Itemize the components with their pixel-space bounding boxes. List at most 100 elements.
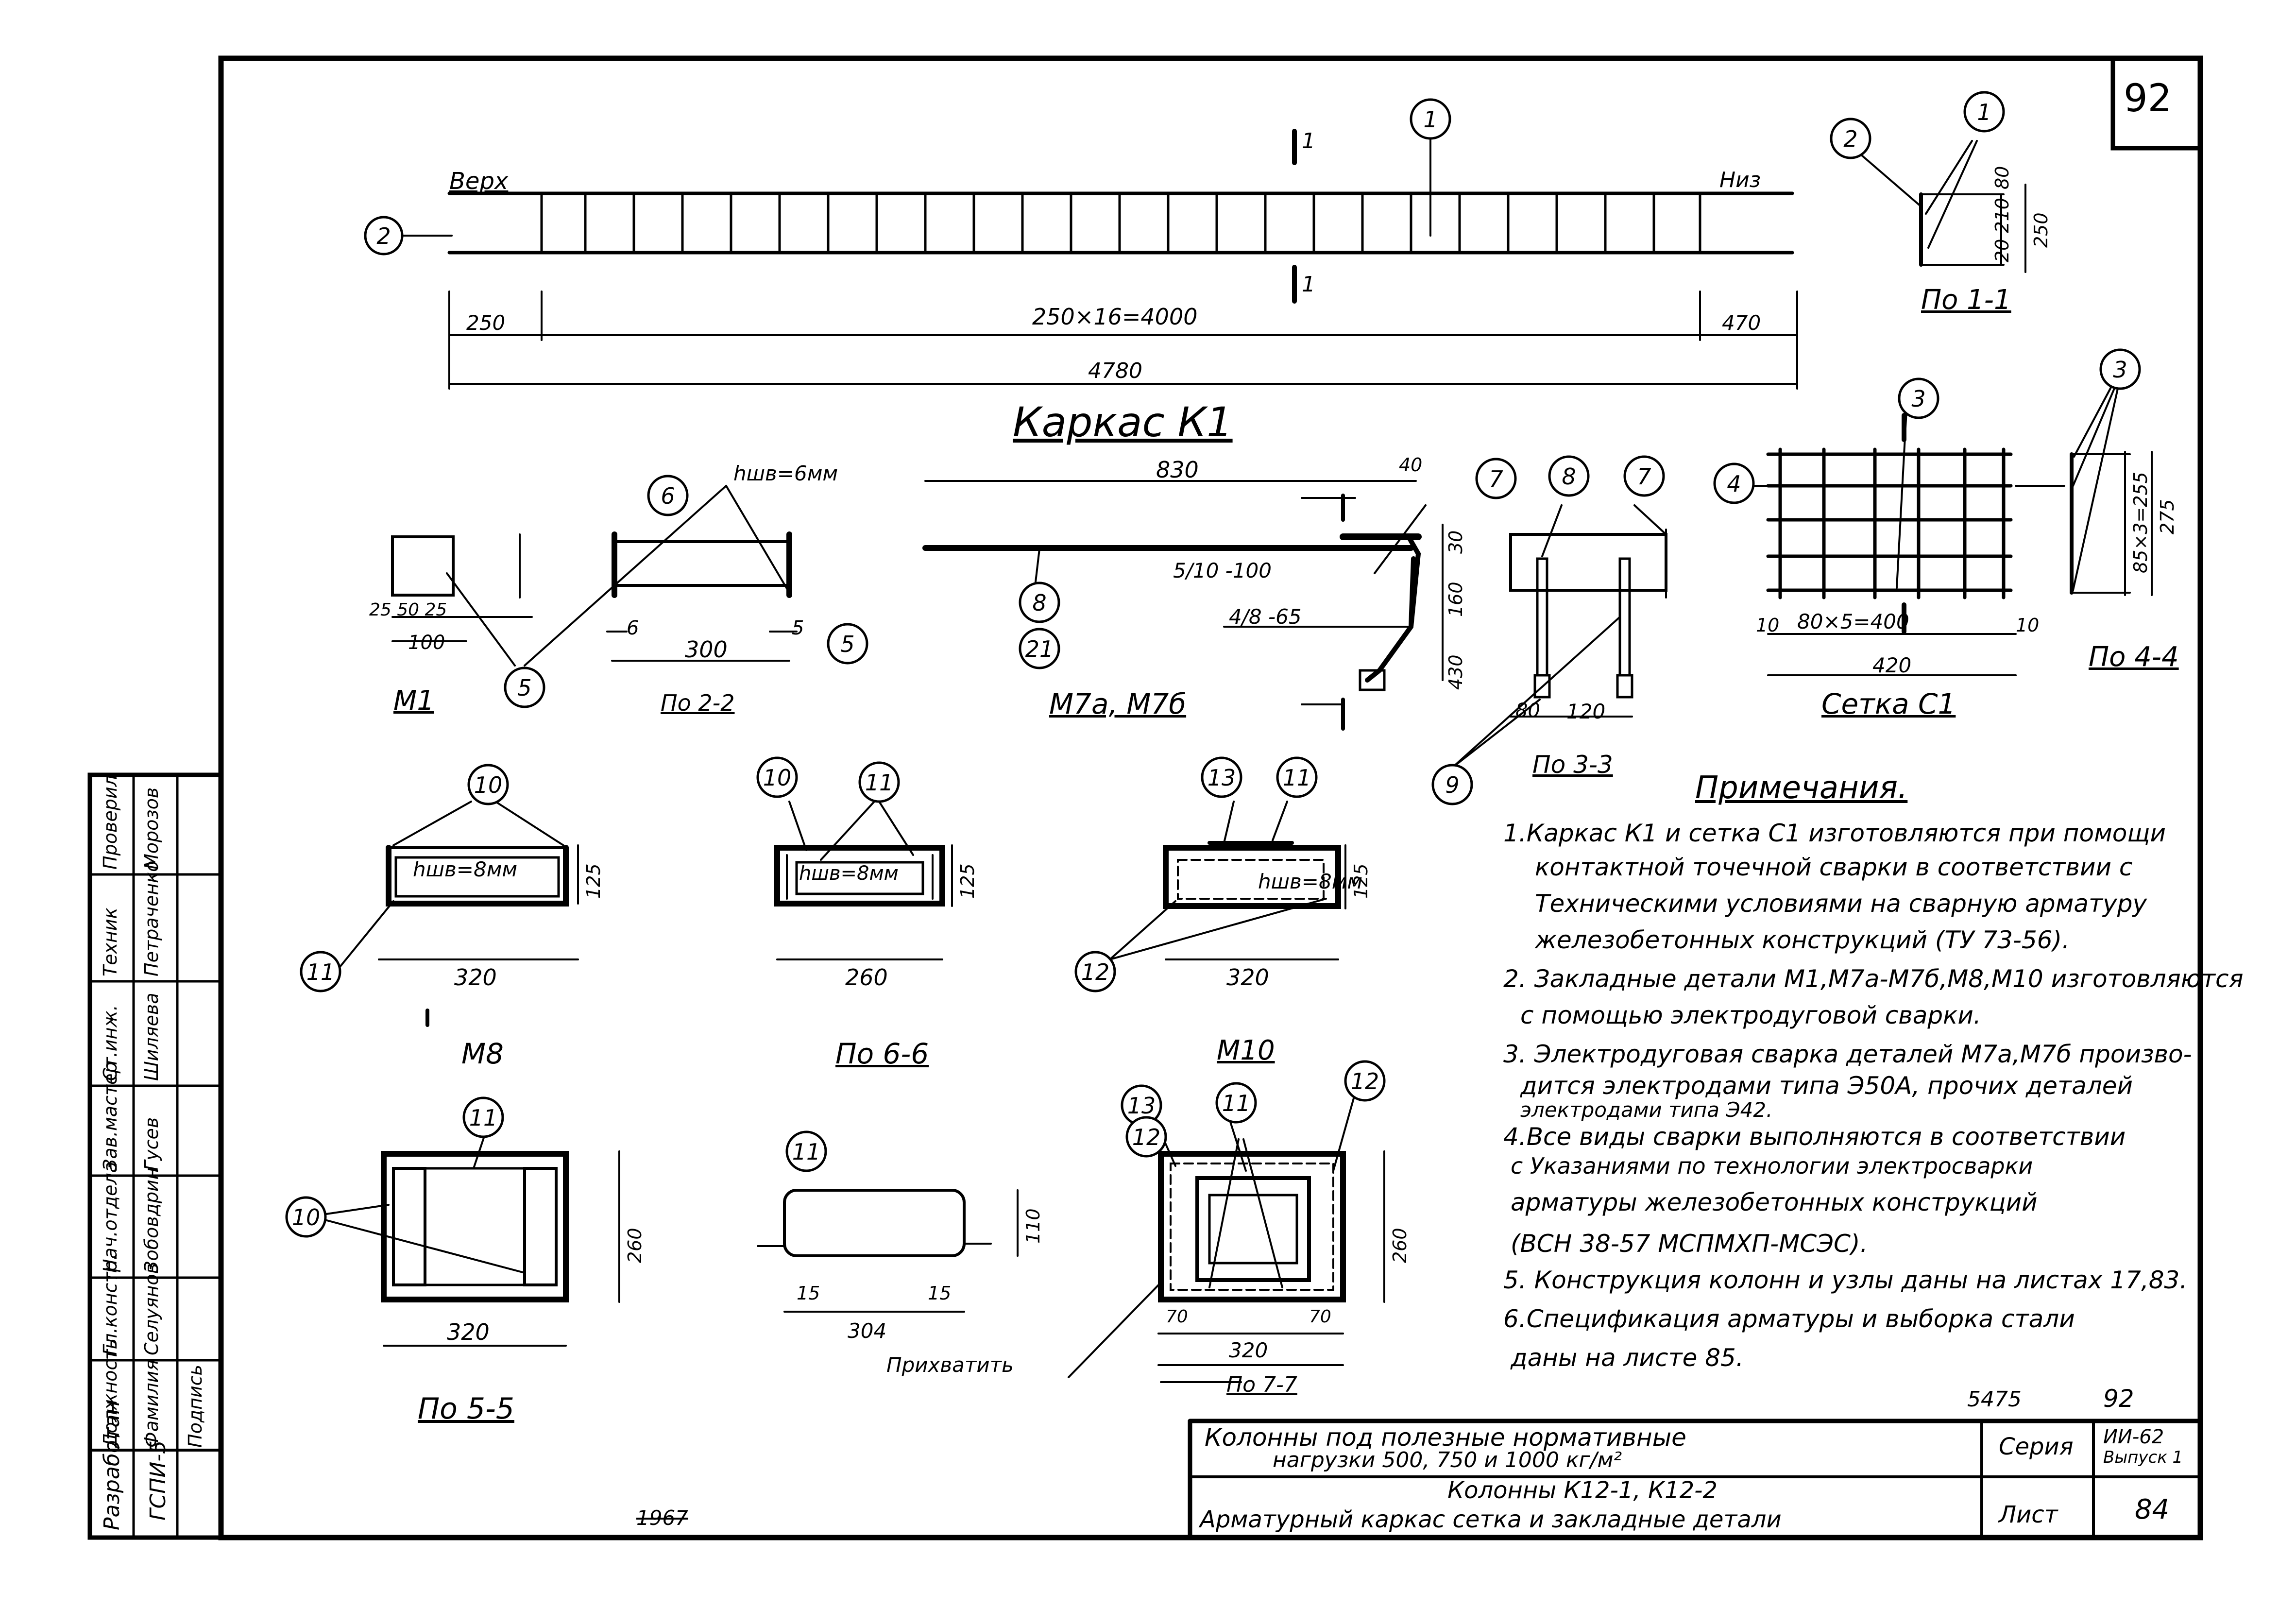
dim-125b: 125 — [957, 863, 978, 899]
sheet-label: Лист — [1999, 1501, 2058, 1528]
dim-85x3: 85×3=255 — [2130, 472, 2151, 573]
side-left-row2-name: Зобовдрин — [141, 1167, 162, 1273]
note-line: дится электродами типа Э50А, прочих дета… — [1520, 1072, 2133, 1100]
dim-120: 120 — [1566, 700, 1606, 723]
dim-320a: 320 — [454, 964, 497, 991]
svg-text:11: 11 — [469, 1105, 498, 1131]
dim-260: 260 — [845, 964, 888, 991]
svg-text:11: 11 — [792, 1139, 821, 1165]
note-line: железобетонных конструкций (ТУ 73-56). — [1535, 926, 2070, 954]
dim-430: 430 — [1445, 654, 1466, 690]
svg-text:3: 3 — [1911, 386, 1925, 412]
rebar-5-10-100: 5/10 -100 — [1173, 559, 1272, 582]
po-1-1: По 1-1 — [1921, 284, 2011, 316]
hwb-8b: hшв=8мм — [799, 862, 899, 885]
po-4-4: По 4-4 — [2089, 641, 2179, 673]
dim-300: 300 — [685, 636, 728, 663]
svg-text:11: 11 — [1283, 765, 1311, 791]
dim-80x5: 80×5=400 — [1797, 610, 1909, 633]
title-line-1: Колонны под полезные нормативные — [1205, 1423, 1686, 1452]
note-line: даны на листе 85. — [1511, 1344, 1744, 1372]
svg-text:12: 12 — [1351, 1068, 1379, 1095]
dim-250: 250 — [466, 311, 506, 335]
dim-830: 830 — [1156, 457, 1199, 483]
title-line-4: Арматурный каркас сетка и закладные дета… — [1200, 1506, 1782, 1533]
series-value: ИИ-62 — [2103, 1426, 2164, 1448]
prihvatit: Прихватить — [886, 1353, 1014, 1377]
note-line: 5. Конструкция колонн и узлы даны на лис… — [1503, 1266, 2188, 1294]
dim-420: 420 — [1872, 653, 1912, 677]
dim-15b: 15 — [928, 1283, 952, 1304]
project-number: 5475 — [1967, 1387, 2022, 1412]
kk1-stirrups — [540, 192, 1701, 254]
issue-value: Выпуск 1 — [2103, 1448, 2183, 1467]
note-line: электродами типа Э42. — [1520, 1098, 1773, 1122]
dim-470: 470 — [1722, 311, 1761, 335]
dim-70a: 70 — [1166, 1307, 1188, 1327]
svg-text:4: 4 — [1727, 471, 1741, 497]
side-right-row2-name: Петраченко — [141, 860, 162, 976]
svg-text:3: 3 — [2113, 357, 2127, 383]
dim-260w: 260 — [1389, 1228, 1411, 1263]
side-right-row3-pos: Проверил — [100, 775, 121, 870]
label-top: Верх — [449, 168, 509, 195]
note-line: 1.Каркас К1 и сетка С1 изготовляются при… — [1503, 819, 2166, 847]
note-line: Техническими условиями на сварную армату… — [1535, 890, 2147, 918]
sheet-value: 84 — [2135, 1494, 2170, 1525]
m1-label: М1 — [393, 685, 434, 717]
note-line: контактной точечной сварки в соответстви… — [1535, 853, 2133, 881]
hwb-8c: hшв=8мм — [1258, 870, 1363, 893]
dim-100: 100 — [408, 632, 445, 654]
dim-30: 30 — [1445, 530, 1466, 554]
dim-320d: 320 — [1229, 1338, 1268, 1362]
side-left-row3-name: Гусев — [141, 1117, 162, 1171]
note-line: 4.Все виды сварки выполняются в соответс… — [1503, 1123, 2126, 1151]
title-line-3: Колонны К12-1, К12-2 — [1447, 1477, 1718, 1504]
svg-text:6: 6 — [661, 483, 675, 509]
svg-text:11: 11 — [1222, 1090, 1251, 1116]
dim-125a: 125 — [583, 863, 604, 899]
dim-160: 160 — [1445, 582, 1466, 617]
m8-label: М8 — [461, 1037, 504, 1070]
dim-main: 250×16=4000 — [1032, 304, 1198, 330]
svg-text:7: 7 — [1489, 466, 1503, 492]
note-line: 3. Электродуговая сварка деталей М7а,М7б… — [1503, 1040, 2192, 1068]
sheet-number: 92 — [2124, 77, 2172, 120]
hwb-8a: hшв=8мм — [413, 857, 518, 881]
dim-10b: 10 — [2016, 615, 2040, 636]
m10-label: М10 — [1217, 1035, 1275, 1066]
notes-title: Примечания. — [1695, 770, 1908, 806]
section-1-top: 1 — [1302, 129, 1315, 154]
note-line: 2. Закладные детали М1,М7а-М7б,М8,М10 из… — [1503, 965, 2244, 993]
dim-15a: 15 — [797, 1283, 820, 1304]
svg-text:1: 1 — [1977, 99, 1991, 125]
setka-c1: Сетка С1 — [1821, 687, 1956, 720]
po-5-5: По 5-5 — [418, 1392, 514, 1426]
marker-2: 2 — [376, 223, 391, 249]
svg-text:9: 9 — [1445, 772, 1459, 798]
title-line-2: нагрузки 500, 750 и 1000 кг/м² — [1273, 1448, 1622, 1472]
dim-275: 275 — [2157, 499, 2178, 534]
svg-text:1: 1 — [1423, 106, 1437, 133]
svg-text:8: 8 — [1562, 463, 1576, 490]
dim-70b: 70 — [1309, 1307, 1331, 1327]
dim-320b: 320 — [1226, 964, 1269, 991]
dim-125c: 125 — [1350, 863, 1372, 899]
svg-text:5: 5 — [517, 675, 531, 701]
svg-text:13: 13 — [1208, 765, 1236, 791]
dim-250-v: 250 — [2030, 212, 2052, 248]
sheet-ref: 92 — [2103, 1385, 2134, 1413]
svg-text:5: 5 — [840, 631, 854, 657]
po-7-7: По 7-7 — [1226, 1372, 1297, 1397]
svg-text:13: 13 — [1127, 1093, 1156, 1119]
svg-text:11: 11 — [865, 770, 894, 796]
side-right-row1-pos: Ст.инж. — [100, 1005, 121, 1081]
note-line: 6.Спецификация арматуры и выборка стали — [1503, 1305, 2075, 1333]
side-right-row3-name: Морозов — [141, 787, 162, 870]
section-1-bottom: 1 — [1302, 272, 1315, 297]
sheet-number-box — [2110, 56, 2203, 151]
hwb-6: hшв=6мм — [733, 462, 838, 485]
svg-text:8: 8 — [1032, 590, 1046, 616]
frame-title: Каркас К1 — [1013, 398, 1233, 446]
label-bottom: Низ — [1719, 168, 1761, 192]
